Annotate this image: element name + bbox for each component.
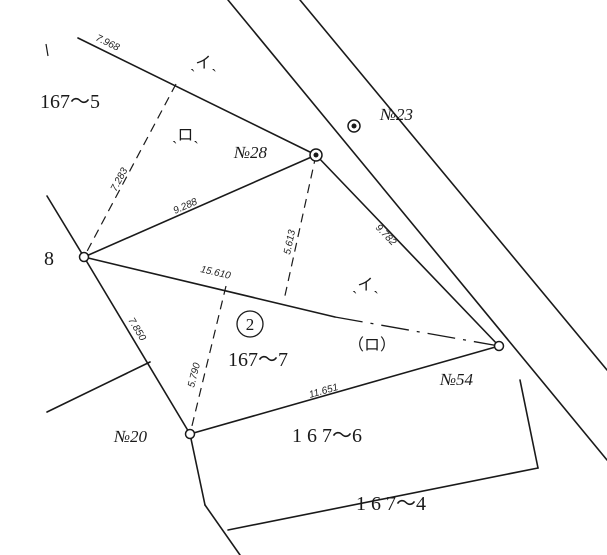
dim-line-28-to-54: 9.782 <box>373 222 399 248</box>
subdivision-mid-i: ˎイˎ <box>352 277 379 294</box>
subdivision-mid-ro: （ロ） <box>348 336 396 354</box>
road-edge-left <box>227 0 607 461</box>
line-8-to-20 <box>83 256 191 435</box>
parcel-labels: 167〜5 167〜7 1 6 7〜6 1 6 7〜4 8 2 <box>40 91 426 515</box>
marker-8 <box>78 251 90 263</box>
dim-line-8-to-54: 15.610 <box>199 264 232 282</box>
point-no20: №20 <box>113 427 148 446</box>
line-8-to-54-solid <box>83 256 336 318</box>
parcel-left-cut: 8 <box>44 248 54 270</box>
dashed-20-division <box>189 285 227 435</box>
line-8-to-54-dashdot <box>334 316 500 347</box>
boundary-lines <box>46 0 607 555</box>
dim-dashed-28-down: 5.613 <box>282 228 298 255</box>
marker-no23-center <box>351 123 357 129</box>
boundary-markers <box>78 119 505 440</box>
dashed-division-lines <box>83 83 317 435</box>
circled-number-ring <box>236 310 264 338</box>
line-8-to-28 <box>83 154 317 258</box>
line-28-to-54 <box>315 154 500 347</box>
dashed-28-division <box>283 154 317 301</box>
subdivision-top-i: ˎイˎ <box>190 55 217 72</box>
marker-no28-center <box>313 152 319 158</box>
point-no54: №54 <box>439 370 474 389</box>
dashed-upper-division <box>83 83 177 258</box>
dim-dashed-upper-left: 7.283 <box>109 166 131 194</box>
fragment-mark-top-left <box>45 43 49 57</box>
dim-dashed-20-up: 5.790 <box>186 361 203 388</box>
line-20-down-lower <box>204 504 241 555</box>
marker-no54 <box>493 340 505 352</box>
dim-line-20-to-54: 11.651 <box>308 382 340 401</box>
top-boundary-line <box>77 37 317 156</box>
circled-number: 2 <box>246 315 255 334</box>
line-20-down <box>189 433 206 506</box>
dim-line-8-to-20: 7.850 <box>125 316 148 343</box>
left-outer-boundary <box>46 195 85 258</box>
marker-no20 <box>184 428 196 440</box>
line-20-to-54 <box>189 345 500 435</box>
point-no23: №23 <box>379 105 413 124</box>
parcel-167-7: 167〜7 <box>228 349 288 371</box>
parcel-167-4: 1 6 7〜4 <box>356 493 426 515</box>
parcel-167-6-right-boundary <box>519 379 539 469</box>
left-lower-boundary <box>46 361 151 413</box>
dim-line-8-to-28: 9.288 <box>172 196 200 216</box>
parcel-167-5: 167〜5 <box>40 91 100 113</box>
dim-top-edge: 7.968 <box>94 33 122 54</box>
edge-fragments <box>45 43 49 57</box>
subdivision-labels: ˎイˎ ˎロˎ ˎイˎ （ロ） <box>172 55 396 354</box>
parcel-167-6: 1 6 7〜6 <box>292 425 362 447</box>
road-edge-right <box>299 0 607 371</box>
parcel-167-6-lower-boundary <box>227 467 539 531</box>
subdivision-top-ro: ˎロˎ <box>172 127 199 144</box>
point-labels: №23 №28 №54 №20 <box>113 105 474 446</box>
point-no28: №28 <box>233 143 268 162</box>
